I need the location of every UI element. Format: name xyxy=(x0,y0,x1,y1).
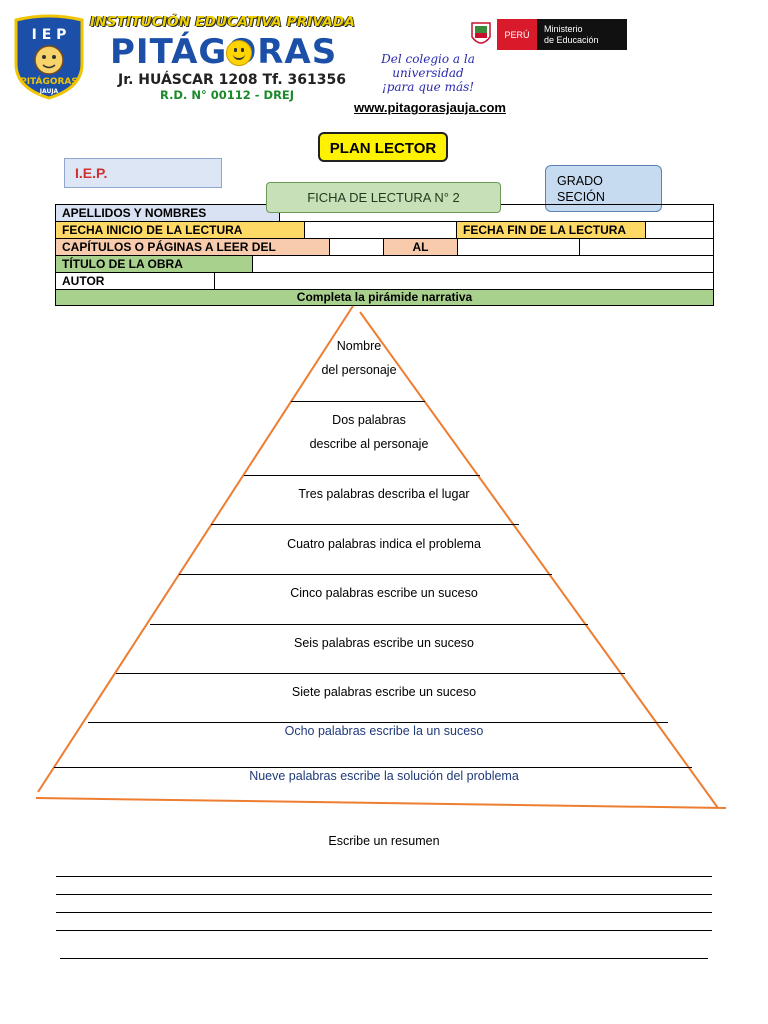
peru-coat-of-arms-icon xyxy=(471,22,491,44)
pyramid-level-8-label: Ocho palabras escribe la un suceso xyxy=(284,724,484,738)
fecha-fin-label: FECHA FIN DE LA LECTURA xyxy=(457,222,646,239)
slogan: Del colegio a la universidad ¡para que m… xyxy=(354,52,502,94)
pyramid-answer-line[interactable] xyxy=(116,673,625,674)
apellidos-input[interactable] xyxy=(280,205,713,222)
pyramid-level-6-label: Seis palabras escribe un suceso xyxy=(294,636,474,650)
plan-lector-title: PLAN LECTOR xyxy=(318,132,448,162)
pyramid-answer-line[interactable] xyxy=(88,722,668,723)
pyramid-level-5-label: Cinco palabras escribe un suceso xyxy=(290,586,478,600)
pyramid-level-9-label: Nueve palabras escribe la solución del p… xyxy=(249,769,519,783)
pyramid-level-4-label: Cuatro palabras indica el problema xyxy=(287,537,481,551)
pyramid-level-1-line-2: del personaje xyxy=(321,363,397,377)
pyramid-answer-line[interactable] xyxy=(150,624,588,625)
pyramid-level-3-label: Tres palabras describa el lugar xyxy=(298,487,470,501)
student-info-table: APELLIDOS Y NOMBRES FECHA INICIO DE LA L… xyxy=(55,204,714,306)
autor-label: AUTOR xyxy=(56,273,215,290)
slogan-line-1: Del colegio a la universidad xyxy=(381,52,475,80)
ficha-title: FICHA DE LECTURA N° 2 xyxy=(266,182,501,213)
pyramid-answer-line[interactable] xyxy=(211,524,519,525)
narrative-pyramid: Nombre del personaje Dos palabras descri… xyxy=(0,300,768,820)
summary-writing-line[interactable] xyxy=(56,894,712,895)
seccion-label: SECIÓN xyxy=(557,190,605,204)
school-shield-logo: I E P PITÁGORAS JAUJA xyxy=(14,14,84,100)
pyramid-answer-line[interactable] xyxy=(244,475,480,476)
capitulos-extra-input[interactable] xyxy=(580,239,713,256)
institution-type: INSTITUCIÓN EDUCATIVA PRIVADA xyxy=(90,14,355,30)
pyramid-level-2-line-2: describe al personaje xyxy=(309,437,429,451)
pyramid-level-1-label: Nombre del personaje xyxy=(284,334,434,382)
summary-writing-line[interactable] xyxy=(56,930,712,931)
fecha-inicio-label: FECHA INICIO DE LA LECTURA xyxy=(56,222,305,239)
grado-label: GRADO xyxy=(557,174,603,188)
titulo-input[interactable] xyxy=(253,256,713,273)
smiley-icon xyxy=(226,40,252,66)
pyramid-instruction: Completa la pirámide narrativa xyxy=(56,290,713,305)
slogan-line-2: ¡para que más! xyxy=(381,80,475,94)
brand-text: PITÁGORAS xyxy=(110,32,338,72)
capitulos-label: CAPÍTULOS O PÁGINAS A LEER DEL xyxy=(56,239,330,256)
capitulos-from-input[interactable] xyxy=(330,239,384,256)
pyramid-answer-line[interactable] xyxy=(179,574,552,575)
pyramid-level-2-label: Dos palabras describe al personaje xyxy=(244,408,494,456)
school-address: Jr. HUÁSCAR 1208 Tf. 361356 xyxy=(118,72,346,88)
summary-writing-line[interactable] xyxy=(60,958,708,959)
summary-writing-line[interactable] xyxy=(56,912,712,913)
summary-label: Escribe un resumen xyxy=(328,834,440,848)
al-label: AL xyxy=(384,239,458,256)
website-link[interactable]: www.pitagorasjauja.com xyxy=(354,100,506,115)
pyramid-level-2-line-1: Dos palabras xyxy=(332,413,406,427)
ministry-country: PERÚ xyxy=(504,30,529,40)
titulo-label: TÍTULO DE LA OBRA xyxy=(56,256,253,273)
summary-writing-line[interactable] xyxy=(56,876,712,877)
capitulos-to-input[interactable] xyxy=(458,239,580,256)
logo-iep-text: I E P xyxy=(32,27,67,43)
brand-name: PITÁGORAS xyxy=(110,32,345,72)
apellidos-label: APELLIDOS Y NOMBRES xyxy=(56,205,280,222)
pyramid-answer-line[interactable] xyxy=(291,401,425,402)
fecha-fin-input[interactable] xyxy=(646,222,713,239)
ministry-logo: PERÚ Ministerio de Educación xyxy=(471,19,627,50)
ministry-name-2: de Educación xyxy=(544,35,599,45)
autor-input[interactable] xyxy=(215,273,713,290)
pyramid-answer-line[interactable] xyxy=(54,767,692,768)
pyramid-outline xyxy=(35,305,727,809)
logo-city-text: JAUJA xyxy=(39,88,59,95)
fecha-inicio-input[interactable] xyxy=(305,222,457,239)
resolution-number: R.D. N° 00112 - DREJ xyxy=(160,88,295,102)
logo-pitagoras-text: PITÁGORAS xyxy=(20,75,78,87)
ministry-name-1: Ministerio xyxy=(544,24,583,34)
pyramid-level-7-label: Siete palabras escribe un suceso xyxy=(291,685,477,699)
pyramid-level-1-line-1: Nombre xyxy=(336,339,382,353)
iep-field[interactable]: I.E.P. xyxy=(64,158,222,188)
